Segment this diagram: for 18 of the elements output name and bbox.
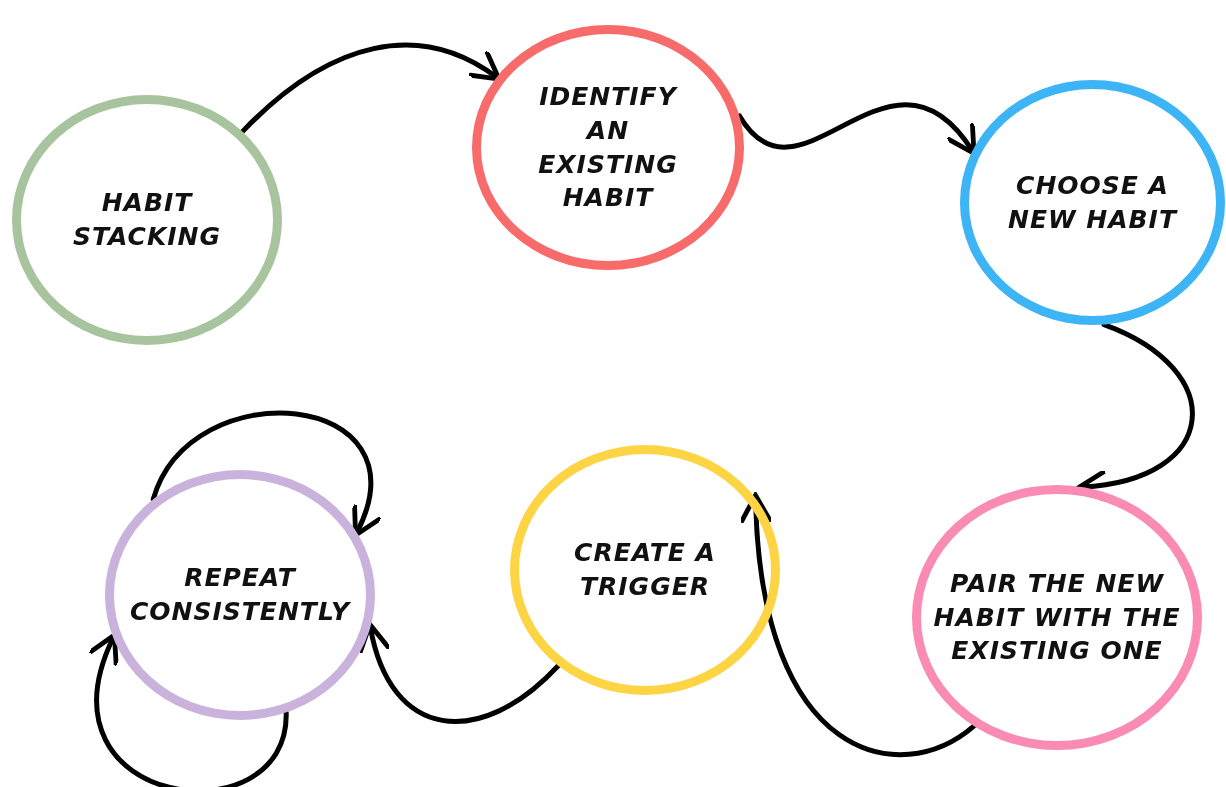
curved-arrow <box>739 492 977 757</box>
node-label: PAIR THE NEW HABIT WITH THE EXISTING ONE <box>932 567 1182 668</box>
circle-node <box>12 95 282 345</box>
curved-arrow <box>88 632 289 787</box>
node-label: CHOOSE A NEW HABIT <box>1007 169 1179 236</box>
circle-node <box>960 80 1225 325</box>
circle-node <box>510 445 780 695</box>
curved-arrow <box>150 411 382 538</box>
curved-arrow <box>736 102 977 156</box>
curved-arrow <box>359 622 561 724</box>
circle-node <box>105 470 375 720</box>
node-label: CREATE A TRIGGER <box>573 537 717 603</box>
node-label: HABIT STACKING <box>71 187 223 253</box>
curved-arrow <box>239 43 502 135</box>
node-label: REPEAT CONSISTENTLY <box>128 562 352 628</box>
circle-node <box>912 485 1202 750</box>
node-label: IDENTIFY AN EXISTING HABIT <box>537 81 679 215</box>
circle-node <box>472 25 744 270</box>
